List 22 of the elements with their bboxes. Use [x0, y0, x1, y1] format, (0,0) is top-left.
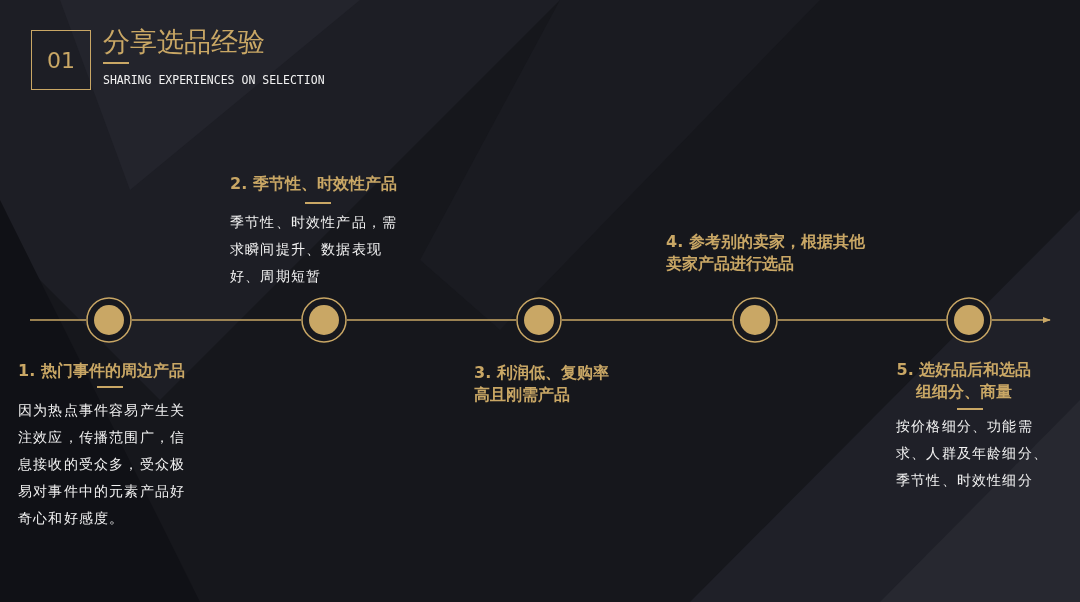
step-heading: 2. 季节性、时效性产品: [230, 173, 398, 195]
timeline-line: [777, 319, 947, 321]
timeline-dot: [516, 297, 562, 343]
timeline-line: [346, 319, 517, 321]
step-heading: 1. 热门事件的周边产品: [18, 360, 186, 382]
timeline-line: [561, 319, 733, 321]
step-description: 季节性、时效性产品，需求瞬间提升、数据表现好、周期短暂: [230, 213, 398, 286]
timeline-dot: [86, 297, 132, 343]
timeline-line: [29, 319, 87, 321]
title: 分享选品经验: [103, 25, 265, 59]
subtitle: SHARING EXPERIENCES ON SELECTION: [103, 72, 325, 88]
timeline-line: [131, 319, 302, 321]
number-box: 01: [31, 30, 91, 90]
timeline-arrow: [991, 316, 1051, 324]
step-heading: 3. 利润低、复购率高且刚需产品: [474, 362, 610, 406]
step-description: 因为热点事件容易产生关注效应，传播范围广，信息接收的受众多，受众极易对事件中的元素产品好奇心和好感度。: [18, 401, 186, 528]
timeline-dot: [301, 297, 347, 343]
step-heading: 5. 选好品后和选品组细分、商量: [895, 359, 1033, 403]
step-description: 按价格细分、功能需求、人群及年龄细分、季节性、时效性细分: [896, 417, 1049, 490]
timeline-dot: [946, 297, 992, 343]
step-heading: 4. 参考别的卖家，根据其他卖家产品进行选品: [666, 231, 866, 275]
timeline-dot: [732, 297, 778, 343]
